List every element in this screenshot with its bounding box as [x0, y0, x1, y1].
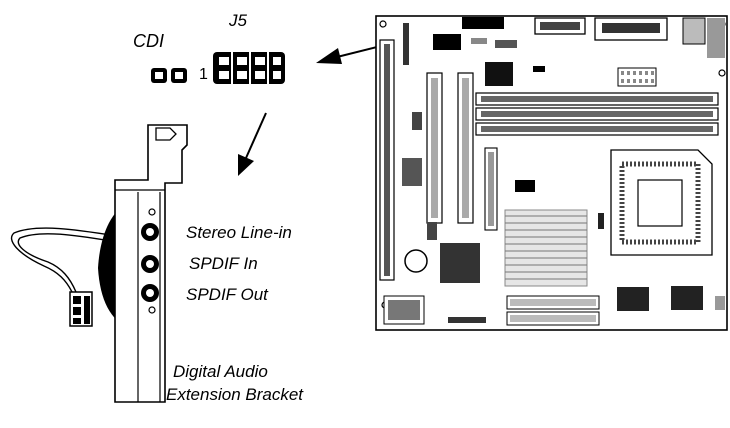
pin1-label: 1	[199, 66, 208, 83]
j5-connector	[213, 52, 285, 84]
bracket-caption-line1: Digital Audio	[173, 362, 268, 381]
cdi-label: CDI	[133, 31, 164, 51]
extension-bracket	[10, 124, 188, 403]
cpu-socket	[610, 149, 713, 256]
jack-stereo-line-in	[141, 223, 159, 241]
chipset-hatched	[504, 209, 588, 287]
bracket-caption-line2: Extension Bracket	[166, 385, 304, 404]
arrow-to-bracket	[238, 112, 267, 176]
memory-slots	[475, 92, 719, 136]
motherboard	[375, 15, 728, 331]
port-label-spdif-out: SPDIF Out	[186, 285, 268, 304]
jack-spdif-in	[141, 255, 159, 273]
port-label-spdif-in: SPDIF In	[189, 254, 258, 273]
cdi-connector	[151, 68, 187, 83]
jack-spdif-out	[141, 284, 159, 302]
j5-label: J5	[229, 11, 247, 30]
port-label-stereo-line-in: Stereo Line-in	[186, 223, 292, 242]
bracket-plug	[69, 291, 93, 327]
